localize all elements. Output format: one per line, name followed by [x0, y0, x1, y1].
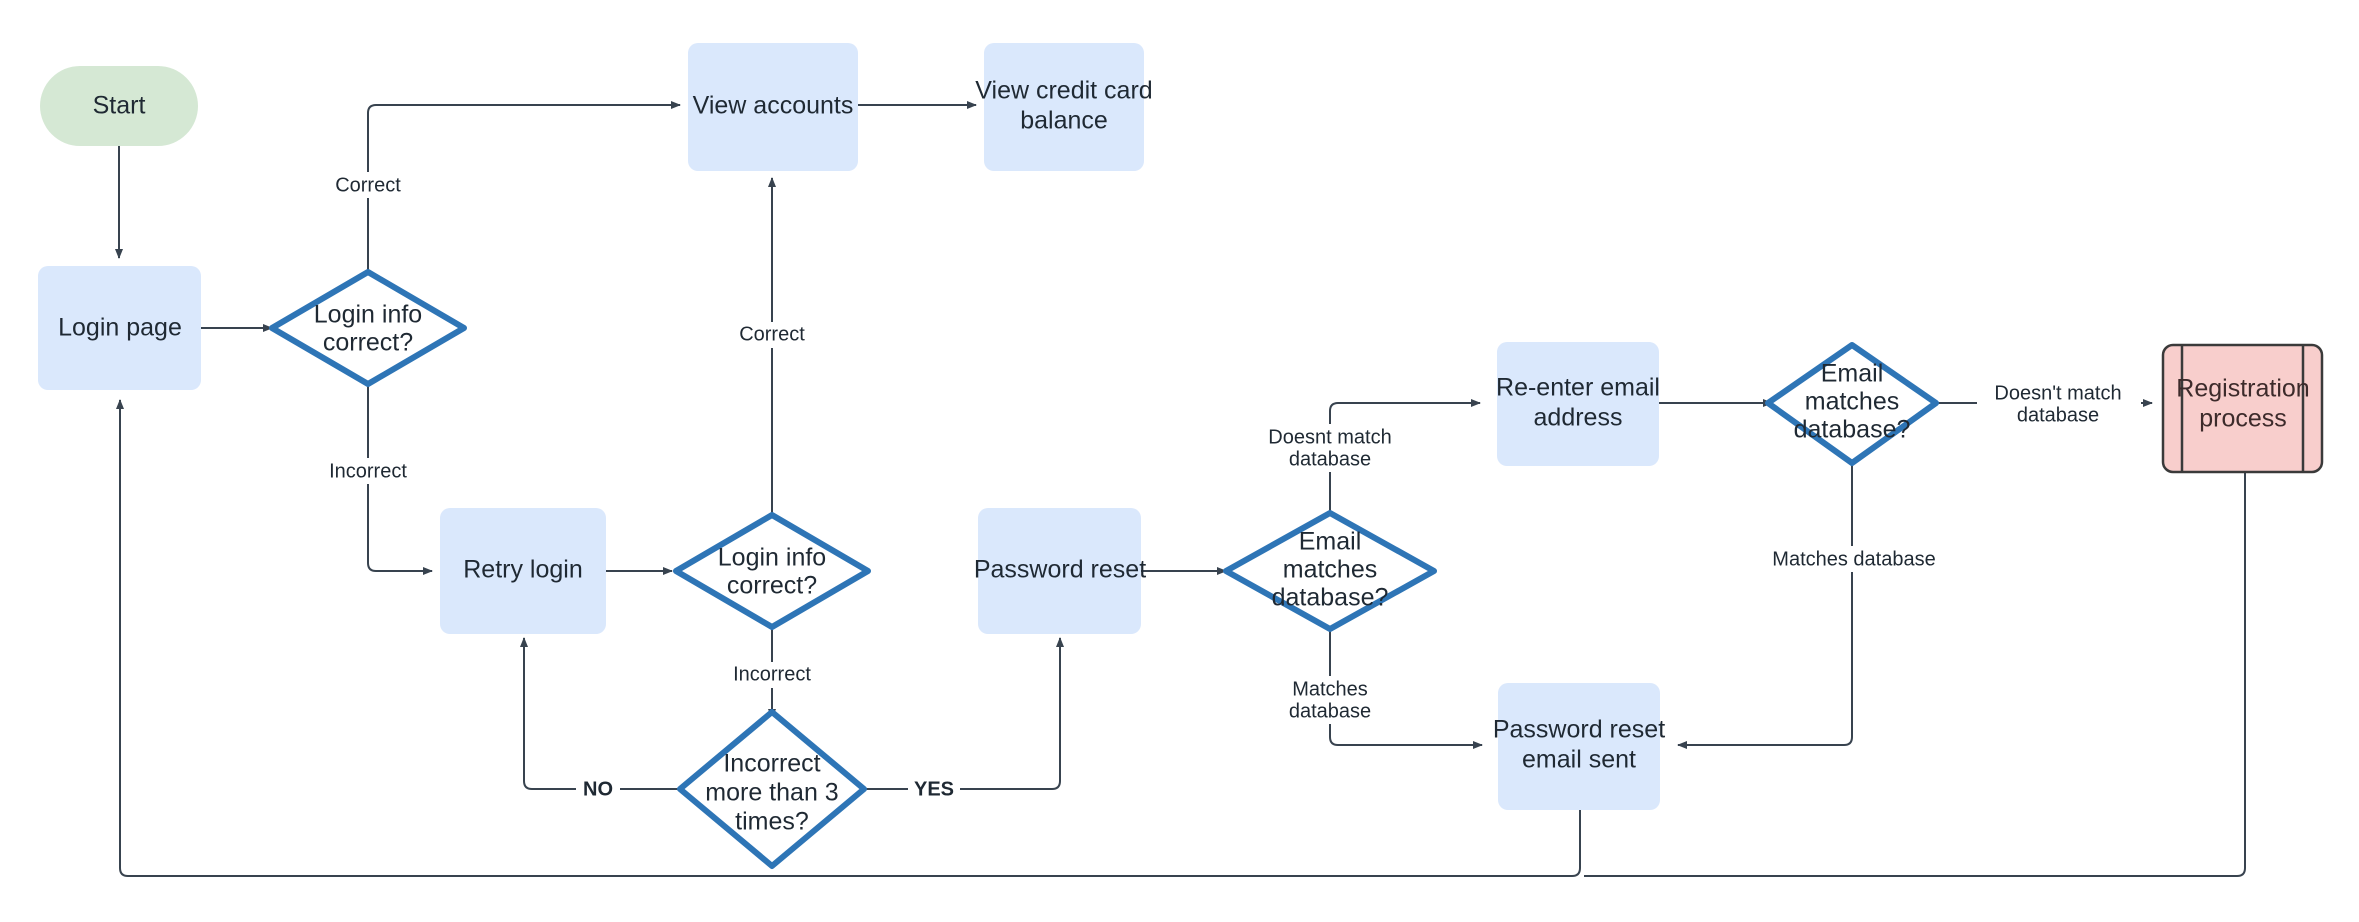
node-registration-process[interactable]: Registration process: [2161, 343, 2324, 474]
registration-process-shape[interactable]: [2161, 343, 2324, 474]
edge-label-yes: YES: [914, 778, 954, 800]
edge-decision1-correct-to-view-accounts: [367, 101, 681, 272]
view-accounts-label: View accounts: [693, 92, 854, 120]
email-matches-db-1-shape[interactable]: [1223, 510, 1437, 632]
incorrect-more-than-3-label-line2: more than 3: [705, 779, 838, 807]
login-info-correct-2-label-line2: correct?: [727, 572, 817, 600]
login-info-correct-2-shape[interactable]: [673, 512, 871, 630]
label-bg: [1977, 380, 2141, 428]
edge-label-incorrect-2: Incorrect: [733, 663, 811, 685]
label-bg: [1272, 424, 1432, 472]
email-matches-db-1-label-line3: database?: [1272, 584, 1389, 612]
login-info-correct-1-label-line1: Login info: [314, 301, 422, 329]
start-label: Start: [93, 92, 146, 120]
node-reenter-email[interactable]: Re-enter email address: [1496, 342, 1660, 466]
password-reset-email-sent-shape[interactable]: [1498, 683, 1660, 810]
node-layer: Start Login page Login info correct? Vie…: [38, 43, 2324, 869]
email-matches-db-2-label-line3: database?: [1794, 416, 1911, 444]
incorrect-more-than-3-label-line1: Incorrect: [723, 750, 820, 778]
label-bg: [1770, 546, 1938, 572]
edge-attempts-no-to-retry-login: [520, 637, 686, 790]
node-view-accounts[interactable]: View accounts: [688, 43, 858, 171]
reenter-email-label-line1: Re-enter email: [1496, 374, 1660, 402]
incorrect-more-than-3-label-line3: times?: [735, 808, 809, 836]
edge-email-sent-to-login-page: [116, 399, 1581, 877]
view-credit-card-balance-label-line2: balance: [1020, 107, 1108, 135]
email-matches-db-2-label-line2: matches: [1805, 388, 1899, 416]
node-login-page[interactable]: Login page: [38, 266, 201, 390]
edge-label-matches-db-1-line2: database: [1289, 700, 1371, 722]
registration-process-label-line1: Registration: [2176, 375, 2309, 403]
edge-email-db2-match-to-email-sent: [1677, 463, 1853, 749]
node-email-matches-db-1[interactable]: Email matches database?: [1223, 510, 1437, 632]
edge-label-doesnt-match-db-2-line2: database: [2017, 404, 2099, 426]
view-accounts-shape[interactable]: [688, 43, 858, 171]
edge-label-correct-2: Correct: [739, 323, 805, 345]
label-bg: [328, 458, 408, 484]
node-password-reset-email-sent[interactable]: Password reset email sent: [1493, 683, 1665, 810]
login-info-correct-1-label-line2: correct?: [323, 329, 413, 357]
node-retry-login[interactable]: Retry login: [440, 508, 606, 634]
retry-login-label: Retry login: [463, 556, 583, 584]
label-bg: [737, 322, 807, 348]
edge-label-incorrect-1: Incorrect: [329, 460, 407, 482]
edge-label-doesnt-match-db-1-line1: Doesnt match: [1268, 426, 1391, 448]
registration-process-label-line2: process: [2199, 405, 2287, 433]
retry-login-shape[interactable]: [440, 508, 606, 634]
email-matches-db-1-label-line1: Email: [1299, 528, 1362, 556]
view-credit-card-balance-label-line1: View credit card: [975, 77, 1152, 105]
label-bg: [908, 777, 960, 801]
password-reset-email-sent-label-line1: Password reset: [1493, 716, 1665, 744]
incorrect-more-than-3-shape[interactable]: [677, 709, 867, 869]
edge-layer: Correct Incorrect Correct Incorrect NO Y…: [115, 101, 2246, 877]
email-matches-db-1-label-line2: matches: [1283, 556, 1377, 584]
edge-label-matches-db-2: Matches database: [1772, 548, 1935, 570]
login-info-correct-2-label-line1: Login info: [718, 544, 826, 572]
edge-registration-to-login-page: [1584, 473, 2246, 877]
reenter-email-label-line2: address: [1534, 404, 1623, 432]
label-bg: [333, 172, 403, 198]
reenter-email-shape[interactable]: [1497, 342, 1659, 466]
node-password-reset[interactable]: Password reset: [974, 508, 1146, 634]
email-matches-db-2-shape[interactable]: [1765, 342, 1939, 466]
login-page-shape[interactable]: [38, 266, 201, 390]
edge-label-doesnt-match-db-2-line1: Doesn't match: [1994, 382, 2121, 404]
start-shape[interactable]: [40, 66, 198, 146]
edge-label-matches-db-1-line1: Matches: [1292, 678, 1368, 700]
login-info-correct-1-shape[interactable]: [269, 269, 467, 387]
node-email-matches-db-2[interactable]: Email matches database?: [1765, 342, 1939, 466]
password-reset-shape[interactable]: [978, 508, 1141, 634]
email-matches-db-2-label-line1: Email: [1821, 360, 1884, 388]
node-login-info-correct-2[interactable]: Login info correct?: [673, 512, 871, 630]
view-credit-card-balance-shape[interactable]: [984, 43, 1144, 171]
label-bg: [732, 662, 812, 688]
label-bg: [576, 777, 620, 801]
edge-attempts-yes-to-password-reset: [858, 637, 1064, 790]
label-bg: [1284, 676, 1388, 724]
edge-label-doesnt-match-db-1-line2: database: [1289, 448, 1371, 470]
edge-email-db1-match-to-email-sent: [1329, 629, 1483, 749]
edge-label-no: NO: [583, 778, 613, 800]
node-view-credit-card-balance[interactable]: View credit card balance: [975, 43, 1153, 171]
node-start[interactable]: Start: [40, 66, 198, 146]
edge-email-db1-nomatch-to-reenter-email: [1329, 399, 1481, 513]
password-reset-email-sent-label-line2: email sent: [1522, 746, 1636, 774]
edge-decision1-incorrect-to-retry-login: [367, 384, 433, 575]
node-incorrect-more-than-3[interactable]: Incorrect more than 3 times?: [677, 709, 867, 869]
edge-label-correct-1: Correct: [335, 174, 401, 196]
node-login-info-correct-1[interactable]: Login info correct?: [269, 269, 467, 387]
password-reset-label: Password reset: [974, 556, 1146, 584]
login-page-label: Login page: [58, 314, 182, 342]
